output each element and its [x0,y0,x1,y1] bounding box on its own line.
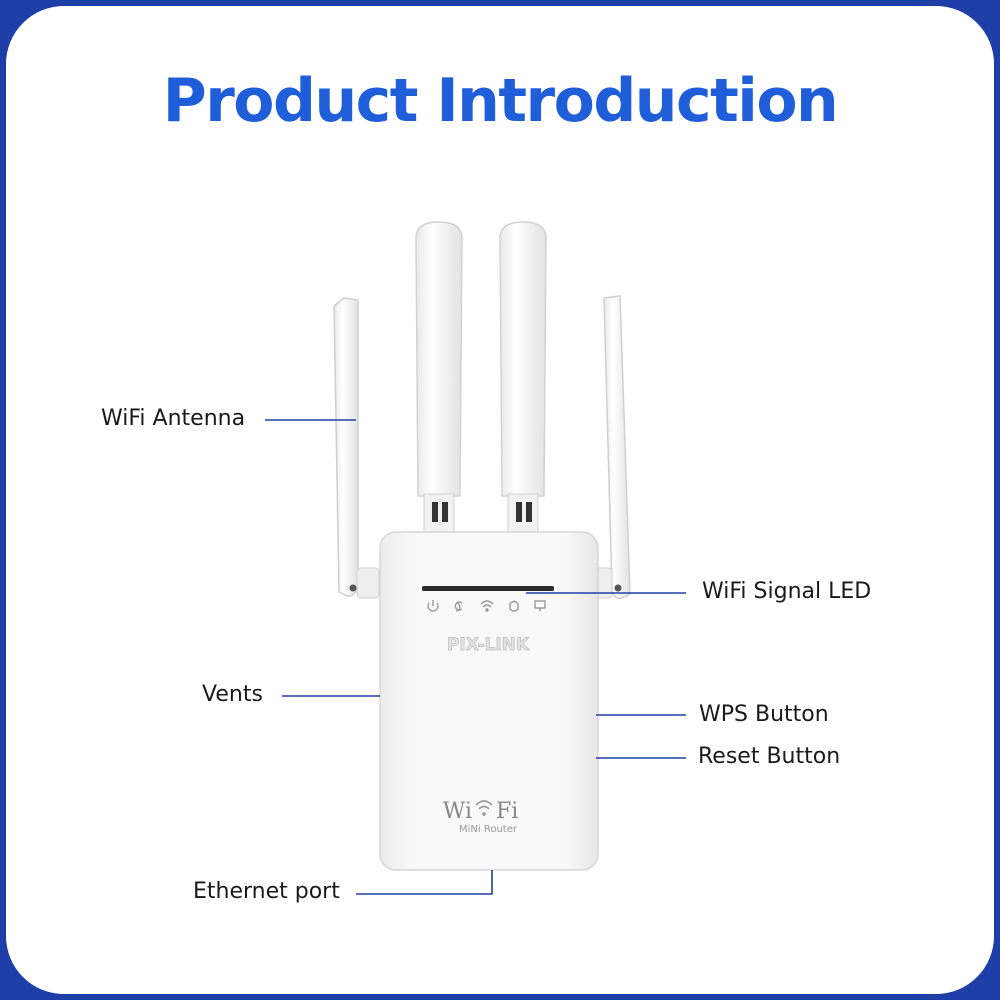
right-antenna [589,295,631,600]
brand-label: PIX-LINK [447,635,530,655]
page-title: Product Introduction [162,66,839,136]
product-diagram: PIX-LINK Wi Fi MiNi Router [265,221,686,895]
left-antenna [333,297,380,599]
center-left-antenna [415,221,463,533]
model-label: MiNi Router [459,824,518,835]
wifi-logo-left: Wi [443,799,472,824]
wifi-signal-led-label: WiFi Signal LED [702,579,872,604]
ethernet-port-label: Ethernet port [193,879,340,904]
product-card: Product Introduction [6,6,994,994]
wps-icon [509,600,519,612]
led-strip [422,586,554,591]
ethernet-icon [534,600,546,611]
reset-button-label: Reset Button [698,744,841,769]
ethernet-port-leader [356,870,493,895]
router-body [379,531,599,871]
wifi-antenna-label: WiFi Antenna [101,406,246,431]
wifi-logo: Wi Fi MiNi Router [443,799,519,835]
repeater-icon [454,601,463,612]
power-icon [427,600,439,612]
center-right-antenna [499,221,547,533]
wifi-logo-icon [475,800,493,810]
wifi-icon [480,600,494,612]
wps-button-label: WPS Button [699,702,829,727]
wifi-logo-right: Fi [496,799,518,824]
vents-label: Vents [202,682,263,707]
